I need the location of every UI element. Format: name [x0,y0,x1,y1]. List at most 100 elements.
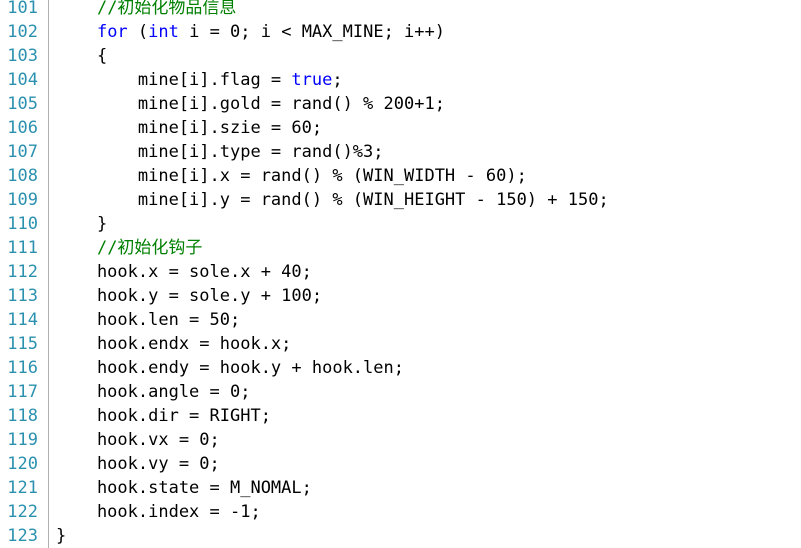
line-number: 111 [7,238,38,258]
code-text[interactable]: //初始化物品信息 [56,0,236,20]
line-number: 115 [7,334,38,354]
code-line[interactable]: 107 mine[i].type = rand()%3; [0,140,801,164]
keyword-token: true [291,70,333,90]
line-number: 104 [7,70,38,90]
code-text[interactable]: mine[i].y = rand() % (WIN_HEIGHT - 150) … [56,188,609,212]
code-line[interactable]: 105 mine[i].gold = rand() % 200+1; [0,92,801,116]
code-line[interactable]: 109 mine[i].y = rand() % (WIN_HEIGHT - 1… [0,188,801,212]
code-token: mine[i].flag = [56,70,292,90]
code-text[interactable]: hook.index = -1; [56,500,261,524]
code-text[interactable]: hook.y = sole.y + 100; [56,284,322,308]
code-line[interactable]: 103 { [0,44,801,68]
line-number: 122 [7,502,38,522]
code-line[interactable]: 117 hook.angle = 0; [0,380,801,404]
code-line[interactable]: 112 hook.x = sole.x + 40; [0,260,801,284]
line-number: 123 [7,526,38,546]
code-text[interactable]: hook.vy = 0; [56,452,220,476]
code-text[interactable]: mine[i].flag = true; [56,68,343,92]
code-text[interactable]: { [56,44,107,68]
code-text[interactable]: hook.x = sole.x + 40; [56,260,312,284]
code-token: hook.state = M_NOMAL; [56,478,312,498]
line-number: 121 [7,478,38,498]
code-line[interactable]: 123} [0,524,801,548]
line-number: 105 [7,94,38,114]
code-token [56,238,97,258]
line-number: 117 [7,382,38,402]
code-line[interactable]: 118 hook.dir = RIGHT; [0,404,801,428]
line-number: 112 [7,262,38,282]
code-line[interactable]: 101 //初始化物品信息 [0,0,801,20]
code-text[interactable]: hook.endy = hook.y + hook.len; [56,356,404,380]
code-text[interactable]: //初始化钩子 [56,236,202,260]
code-token: hook.endy = hook.y + hook.len; [56,358,404,378]
code-line[interactable]: 122 hook.index = -1; [0,500,801,524]
code-token: hook.len = 50; [56,310,241,330]
code-token: i = 0; i < MAX_MINE; i++) [178,22,445,42]
code-line[interactable]: 121 hook.state = M_NOMAL; [0,476,801,500]
code-token: mine[i].x = rand() % (WIN_WIDTH - 60); [56,166,527,186]
code-token: mine[i].y = rand() % (WIN_HEIGHT - 150) … [56,190,609,210]
code-line[interactable]: 111 //初始化钩子 [0,236,801,260]
code-text[interactable]: } [56,524,66,548]
code-line[interactable]: 113 hook.y = sole.y + 100; [0,284,801,308]
line-number: 116 [7,358,38,378]
code-text[interactable]: for (int i = 0; i < MAX_MINE; i++) [56,20,445,44]
code-token: hook.y = sole.y + 100; [56,286,323,306]
code-text[interactable]: hook.endx = hook.x; [56,332,291,356]
gutter-divider [48,0,49,548]
code-text[interactable]: mine[i].szie = 60; [56,116,322,140]
line-number: 107 [7,142,38,162]
line-number: 106 [7,118,38,138]
line-number: 102 [7,22,38,42]
code-text[interactable]: hook.vx = 0; [56,428,220,452]
code-text[interactable]: mine[i].gold = rand() % 200+1; [56,92,445,116]
line-number: 114 [7,310,38,330]
line-number: 118 [7,406,38,426]
code-token: { [56,46,108,66]
code-token: hook.x = sole.x + 40; [56,262,312,282]
code-token: hook.vx = 0; [56,430,220,450]
code-token: ; [332,70,343,90]
code-text[interactable]: hook.angle = 0; [56,380,251,404]
comment-token: //初始化物品信息 [96,0,237,18]
code-text[interactable]: } [56,212,107,236]
code-token: hook.index = -1; [56,502,261,522]
code-line[interactable]: 119 hook.vx = 0; [0,428,801,452]
code-line[interactable]: 110 } [0,212,801,236]
line-number: 120 [7,454,38,474]
code-text[interactable]: mine[i].type = rand()%3; [56,140,384,164]
code-token: hook.vy = 0; [56,454,220,474]
code-token: ( [127,22,149,42]
code-text[interactable]: mine[i].x = rand() % (WIN_WIDTH - 60); [56,164,527,188]
code-token: hook.endx = hook.x; [56,334,292,354]
line-number: 108 [7,166,38,186]
line-number: 110 [7,214,38,234]
code-line[interactable]: 102 for (int i = 0; i < MAX_MINE; i++) [0,20,801,44]
code-token: hook.dir = RIGHT; [56,406,271,426]
line-number: 109 [7,190,38,210]
code-line[interactable]: 114 hook.len = 50; [0,308,801,332]
code-line[interactable]: 104 mine[i].flag = true; [0,68,801,92]
code-line[interactable]: 106 mine[i].szie = 60; [0,116,801,140]
code-text[interactable]: hook.len = 50; [56,308,240,332]
line-number: 101 [7,0,38,18]
comment-token: //初始化钩子 [96,238,203,258]
line-number: 103 [7,46,38,66]
code-line[interactable]: 108 mine[i].x = rand() % (WIN_WIDTH - 60… [0,164,801,188]
keyword-token: int [148,22,179,42]
code-line[interactable]: 116 hook.endy = hook.y + hook.len; [0,356,801,380]
code-line[interactable]: 115 hook.endx = hook.x; [0,332,801,356]
line-number: 113 [7,286,38,306]
code-token [56,22,97,42]
line-number: 119 [7,430,38,450]
code-line[interactable]: 120 hook.vy = 0; [0,452,801,476]
code-text[interactable]: hook.state = M_NOMAL; [56,476,312,500]
code-text[interactable]: hook.dir = RIGHT; [56,404,271,428]
code-token: mine[i].gold = rand() % 200+1; [56,94,445,114]
keyword-token: for [96,22,128,42]
code-token: } [56,526,67,546]
code-token: } [56,214,108,234]
code-token: mine[i].szie = 60; [56,118,323,138]
